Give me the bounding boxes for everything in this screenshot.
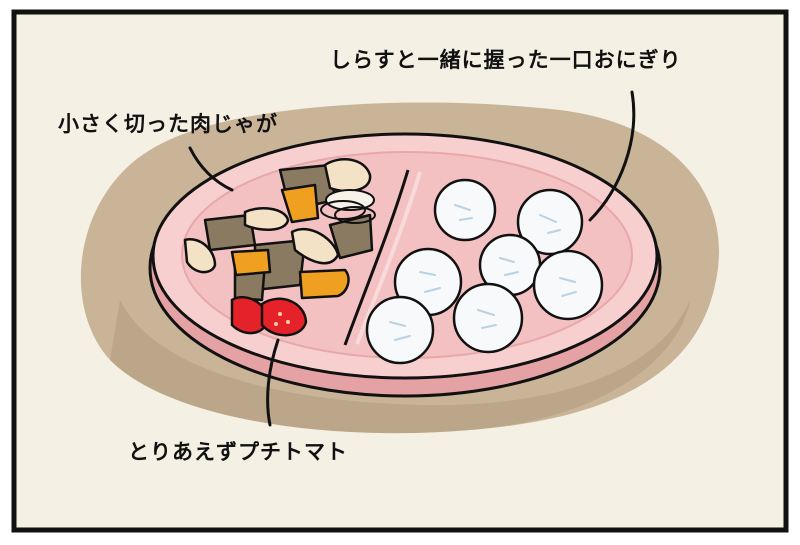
onigiri <box>516 188 584 256</box>
potato-piece <box>183 238 217 274</box>
shirasu-dashes <box>389 204 577 341</box>
potato-piece <box>290 227 340 265</box>
plate-divider-highlight <box>355 171 422 345</box>
potato-piece <box>243 207 290 231</box>
onion-slices <box>320 189 376 224</box>
pointer-line-nikujaga <box>188 146 234 192</box>
onigiri <box>433 178 497 242</box>
caption-onigiri: しらすと一緒に握った一口おにぎり <box>330 48 682 72</box>
onigiri-group <box>365 178 604 365</box>
meat-piece <box>328 213 374 260</box>
caption-tomato: とりあえずプチトマト <box>128 440 348 464</box>
onigiri <box>532 249 604 321</box>
pointer-line-tomato <box>266 338 280 427</box>
pointer-line-onigiri <box>588 90 636 222</box>
potato-piece <box>323 158 372 193</box>
tomato-half <box>260 297 308 337</box>
nikujaga <box>183 158 376 302</box>
carrot-piece <box>230 248 272 277</box>
onigiri <box>452 282 524 354</box>
cherry-tomato <box>230 295 308 337</box>
placemat-shadow <box>110 300 690 434</box>
carrot-piece <box>298 268 350 300</box>
carrot-piece <box>280 183 320 224</box>
plate-divider <box>343 169 410 346</box>
caption-nikujaga: 小さく切った肉じゃが <box>58 112 278 136</box>
onigiri <box>365 295 435 365</box>
